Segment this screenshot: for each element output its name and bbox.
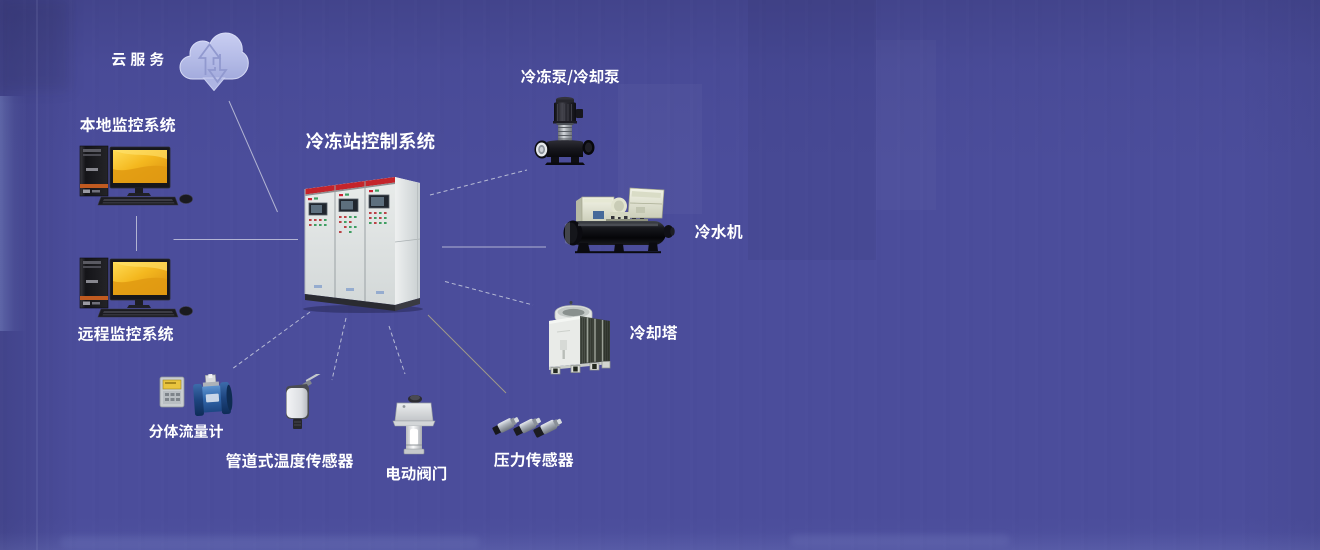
cloud-shape bbox=[179, 32, 249, 92]
computer-keyboard bbox=[97, 196, 179, 206]
connector-station-to-pressure bbox=[427, 314, 507, 394]
computer-keyboard bbox=[97, 308, 179, 318]
temperature-sensor-icon bbox=[286, 370, 324, 429]
cooling-tower-icon bbox=[549, 301, 611, 375]
flow-meter-label-glyphs bbox=[149, 424, 223, 439]
pressure-sensor-label-glyphs bbox=[494, 452, 574, 468]
flow-meter-label: 分体流量计 bbox=[149, 424, 223, 439]
inline-pump-icon bbox=[534, 96, 595, 165]
desktop-computer-icon bbox=[79, 145, 193, 206]
cabinet-door-1 bbox=[308, 197, 328, 288]
sensor-head bbox=[286, 384, 309, 419]
control-cabinet-icon bbox=[303, 177, 423, 313]
pump-label: 冷冻泵/冷却泵 bbox=[521, 69, 620, 86]
cloud-service-label-glyphs bbox=[112, 51, 164, 66]
chiller-top-units bbox=[576, 187, 665, 224]
station-control-title: 冷冻站控制系统 bbox=[306, 132, 435, 150]
background-bottom-smudge bbox=[60, 536, 480, 548]
computer-tower bbox=[79, 257, 109, 309]
station-control-cabinet-node bbox=[301, 168, 426, 314]
cabinet-base bbox=[305, 294, 395, 311]
cooling-tower-label: 冷却塔 bbox=[630, 325, 678, 341]
electric-valve-icon bbox=[392, 395, 436, 455]
pressure-sensor-1 bbox=[492, 417, 520, 435]
local-monitoring-node bbox=[77, 144, 197, 206]
computer-monitor bbox=[109, 146, 171, 196]
remote-monitoring-node bbox=[77, 256, 197, 318]
background-corner-shade bbox=[0, 0, 70, 90]
temperature-sensor-node bbox=[279, 370, 327, 432]
pump-motor bbox=[553, 96, 583, 124]
background-block-b bbox=[748, 0, 876, 260]
background-left-line bbox=[36, 0, 38, 550]
sensor-connector bbox=[293, 419, 302, 429]
pressure-sensor-3 bbox=[533, 418, 562, 438]
pump-node bbox=[534, 96, 596, 166]
cabinet-front bbox=[305, 177, 395, 305]
cabinet-door-2 bbox=[338, 193, 359, 291]
remote-monitoring-label: 远程监控系统 bbox=[78, 325, 174, 342]
pressure-sensors-icon bbox=[492, 417, 562, 438]
cooling-tower-node bbox=[546, 301, 614, 375]
desktop-computer-icon bbox=[79, 257, 193, 318]
local-monitoring-label: 本地监控系统 bbox=[80, 116, 176, 133]
station-control-title-glyphs bbox=[306, 132, 435, 150]
cabinet-door-3 bbox=[368, 189, 390, 294]
pump-column bbox=[556, 123, 574, 142]
temperature-sensor-label-glyphs bbox=[226, 453, 354, 469]
pump-label-glyphs bbox=[521, 69, 620, 86]
pressure-sensor-node bbox=[489, 410, 567, 440]
valve-actuator bbox=[392, 395, 436, 427]
connector-station-to-tower bbox=[444, 281, 534, 306]
cloud-tail bbox=[202, 77, 226, 92]
chiller-label: 冷水机 bbox=[695, 224, 743, 240]
cabinet-red-top bbox=[305, 177, 395, 195]
connector-station-to-pump bbox=[429, 169, 528, 196]
chiller-label-glyphs bbox=[695, 224, 743, 240]
electric-valve-node bbox=[391, 393, 437, 457]
chiller-shell bbox=[563, 220, 675, 246]
valve-body bbox=[403, 426, 425, 455]
water-chiller-icon bbox=[563, 187, 675, 254]
cloud-service-node bbox=[177, 27, 249, 92]
connector-station-to-tempsensor bbox=[331, 317, 347, 381]
background-bottom-glow bbox=[0, 532, 1320, 550]
computer-mouse bbox=[179, 194, 193, 204]
chiller-node bbox=[562, 186, 676, 254]
computer-monitor bbox=[109, 258, 171, 308]
electric-valve-label: 电动阀门 bbox=[387, 466, 447, 481]
flow-meter-tube bbox=[193, 373, 233, 417]
cloud-sync-arrows bbox=[197, 42, 228, 84]
cloud-sync-icon bbox=[179, 32, 249, 92]
remote-monitoring-label-glyphs bbox=[78, 325, 174, 341]
connector-station-to-flowmeter bbox=[231, 311, 311, 370]
connector-cloud-to-station bbox=[228, 100, 278, 213]
cabinet-side bbox=[395, 177, 420, 305]
flow-meter-node bbox=[158, 373, 238, 417]
flow-meter-icon bbox=[159, 373, 233, 417]
cloud-service-label: 云服务 bbox=[112, 51, 164, 67]
computer-tower bbox=[79, 145, 109, 197]
chiller-legs bbox=[575, 242, 661, 254]
computer-mouse bbox=[179, 306, 193, 316]
pressure-sensor-label: 压力传感器 bbox=[494, 452, 574, 468]
tower-body bbox=[549, 316, 610, 367]
background-bottom-smudge-right bbox=[790, 534, 1010, 546]
flow-meter-transmitter bbox=[159, 376, 185, 408]
connector-station-to-valve bbox=[388, 325, 406, 375]
pressure-sensor-2 bbox=[513, 417, 541, 436]
tower-legs bbox=[549, 361, 611, 375]
electric-valve-label-glyphs bbox=[387, 466, 447, 481]
cooling-tower-label-glyphs bbox=[630, 325, 678, 341]
pump-volute bbox=[534, 140, 595, 165]
background-left-highlight bbox=[0, 96, 26, 331]
temperature-sensor-label: 管道式温度传感器 bbox=[226, 453, 354, 469]
local-monitoring-label-glyphs bbox=[80, 116, 176, 132]
